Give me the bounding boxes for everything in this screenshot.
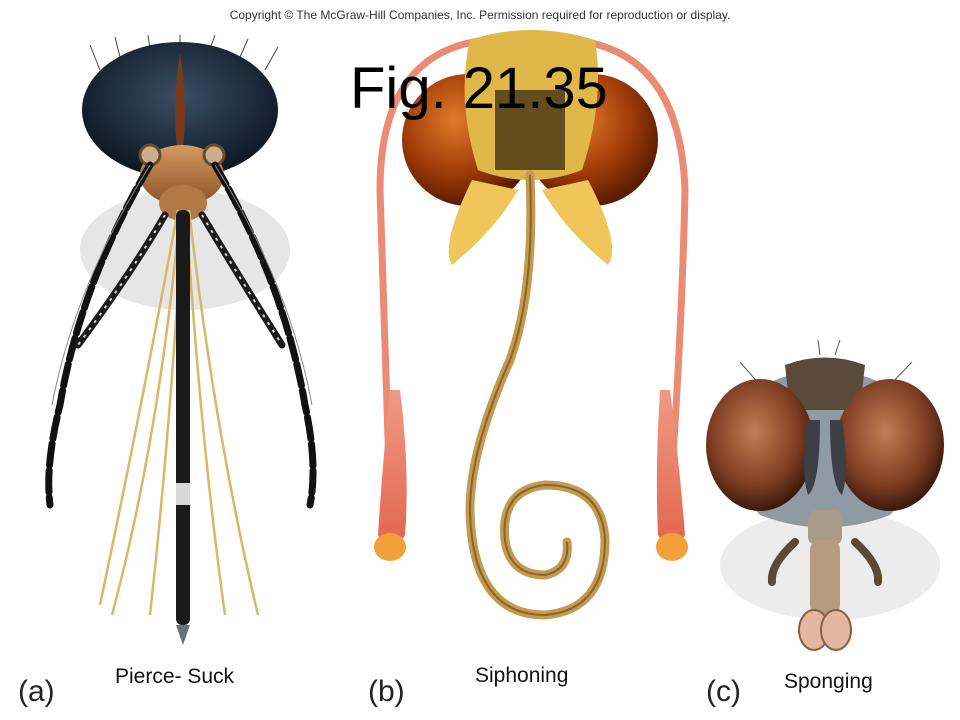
mosquito-head-illustration xyxy=(45,34,317,645)
panel-label-b: (b) xyxy=(368,675,405,708)
caption-pierce-suck: Pierce- Suck xyxy=(115,665,235,688)
copyright-notice: Copyright © The McGraw-Hill Companies, I… xyxy=(229,8,731,22)
figure-title: Fig. 21.35 xyxy=(350,56,608,121)
panel-label-a: (a) xyxy=(18,675,55,708)
moth-head-illustration xyxy=(374,30,689,620)
caption-siphoning: Siphoning xyxy=(475,664,569,687)
caption-sponging: Sponging xyxy=(784,670,873,693)
housefly-head-illustration xyxy=(706,339,944,651)
panel-label-c: (c) xyxy=(706,675,741,708)
